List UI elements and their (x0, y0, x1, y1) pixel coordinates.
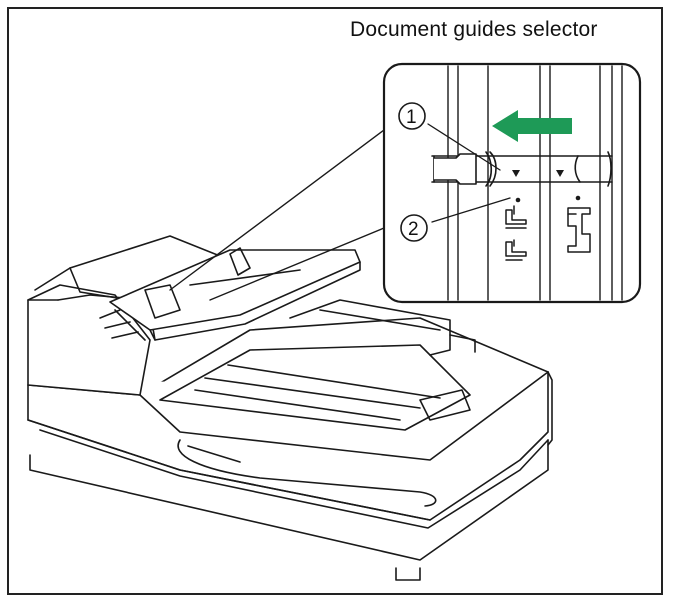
position-markers (512, 170, 581, 203)
figure-title: Document guides selector (350, 18, 598, 41)
adf-unit (27, 235, 261, 396)
guide-width-icon (567, 207, 591, 253)
callout-2-leader (431, 197, 511, 223)
zoom-line-top (169, 129, 385, 291)
detail-callout-box (382, 62, 642, 304)
left-arrow-icon (492, 110, 572, 142)
flatbed-glass (159, 344, 471, 431)
callout-1-leader (427, 123, 501, 171)
callout-2-circle (400, 214, 428, 242)
callout-1-circle (398, 102, 426, 130)
guide-lock-icon (505, 205, 527, 229)
guide-bar (431, 151, 613, 187)
callout-2-label: 2 (408, 219, 419, 240)
output-tray (289, 299, 476, 356)
guide-unlock-icon (505, 239, 527, 261)
zoom-line-bottom (209, 227, 385, 301)
callout-1-label: 1 (406, 107, 417, 128)
